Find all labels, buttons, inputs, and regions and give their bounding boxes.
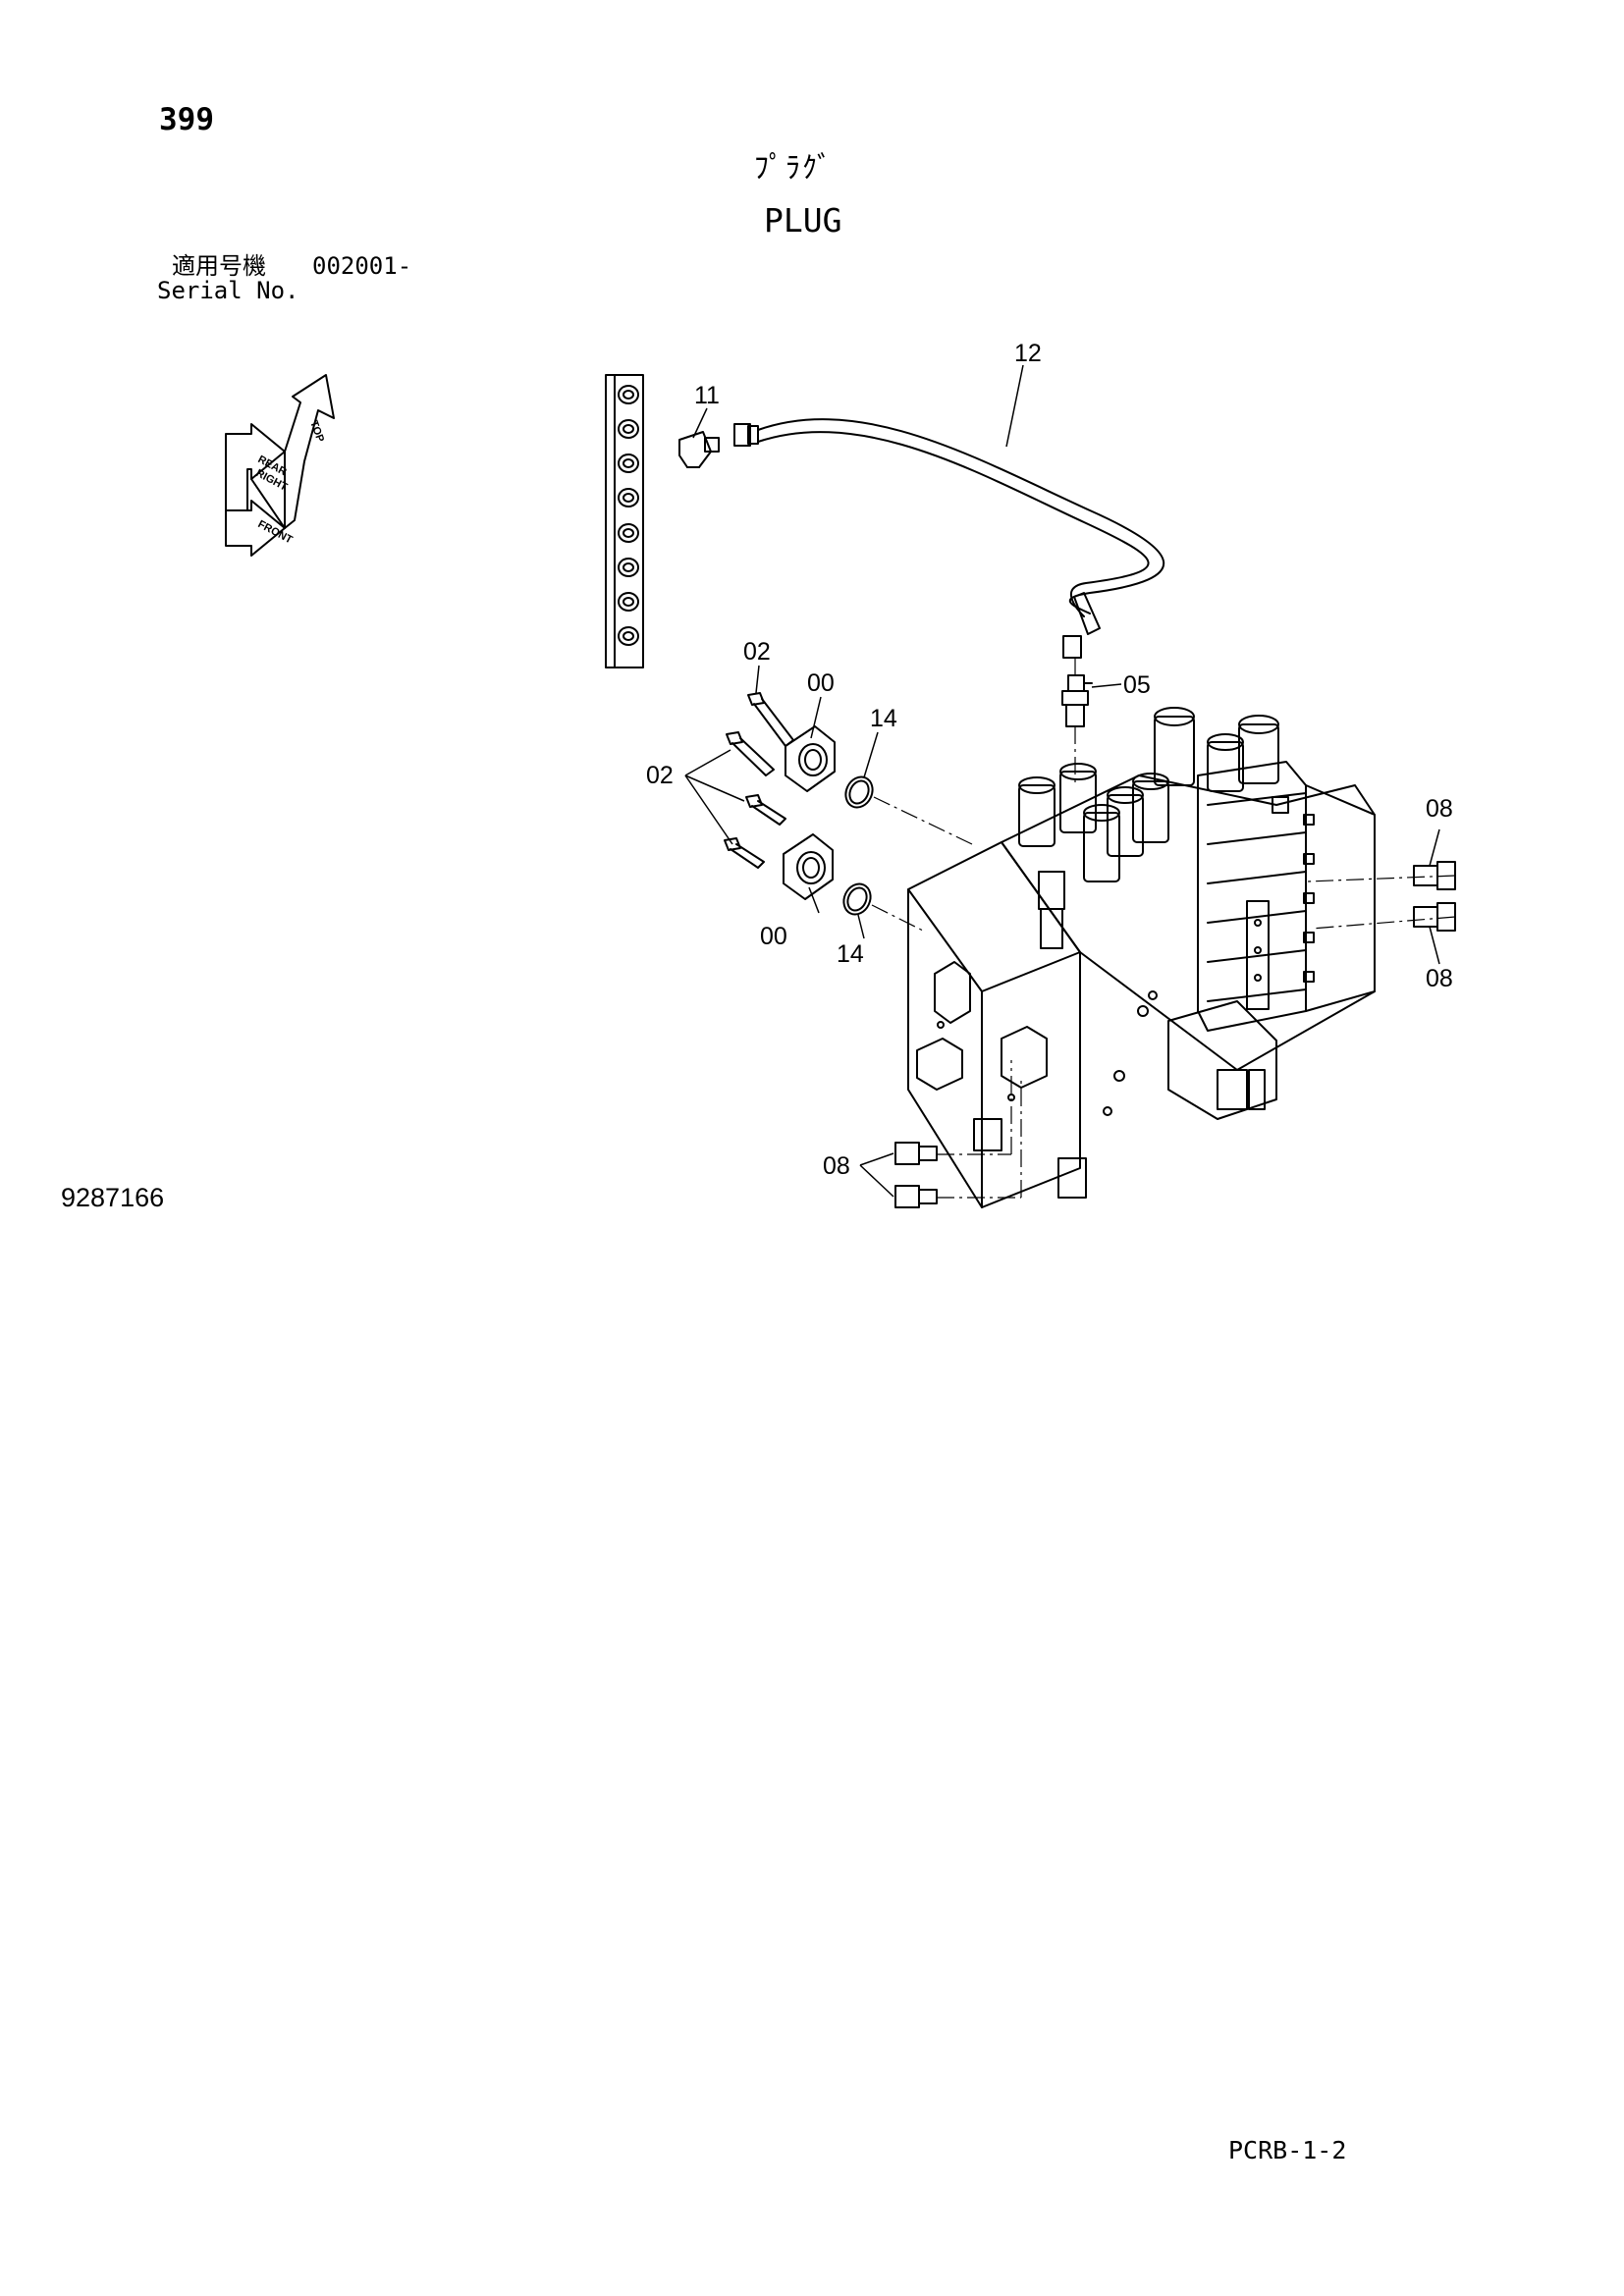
orientation-key: REAR RIGHT FRONT TOP — [225, 374, 335, 557]
callout-plugs-right-top: 08 — [1426, 795, 1453, 823]
callout-oring-top: 14 — [870, 705, 897, 732]
serial-value: 002001- — [312, 252, 412, 280]
o-ring-bottom — [842, 882, 872, 916]
callout-bolt-top: 02 — [743, 638, 771, 666]
drawing-number: 9287166 — [61, 1183, 165, 1212]
title-english: PLUG — [764, 201, 842, 240]
title-japanese: ﾌﾟﾗｸﾞ — [754, 151, 834, 186]
callout-elbow: 11 — [694, 382, 720, 409]
callout-plugs-right-bottom: 08 — [1426, 965, 1453, 992]
control-valve-body — [907, 707, 1376, 1208]
split-flange-bottom — [783, 833, 834, 900]
o-ring-top — [844, 775, 874, 809]
callout-fitting: 05 — [1123, 671, 1151, 699]
callout-bolts-group: 02 — [646, 762, 674, 789]
orientation-front: FRONT — [256, 518, 295, 547]
adapter-fitting — [1061, 674, 1093, 727]
port-block — [605, 374, 644, 668]
serial-label-english: Serial No. — [157, 277, 299, 304]
callout-oring-bottom: 14 — [837, 940, 864, 968]
callout-hose: 12 — [1014, 340, 1042, 367]
plugs-bottom-left — [894, 1142, 938, 1208]
hydraulic-hose — [733, 418, 1164, 659]
serial-label-japanese: 適用号機 — [172, 252, 266, 280]
split-flange-top — [785, 725, 836, 792]
center-lines — [871, 658, 1456, 1199]
callout-plugs-bottom-left: 08 — [823, 1152, 850, 1180]
callout-flange-bottom: 00 — [760, 923, 787, 950]
leader-lines — [684, 364, 1440, 1198]
bolts — [724, 692, 794, 869]
page-code: PCRB-1-2 — [1228, 2136, 1347, 2164]
elbow-fitting — [678, 431, 720, 468]
page-number: 399 — [159, 102, 214, 137]
callout-flange-top: 00 — [807, 669, 835, 697]
